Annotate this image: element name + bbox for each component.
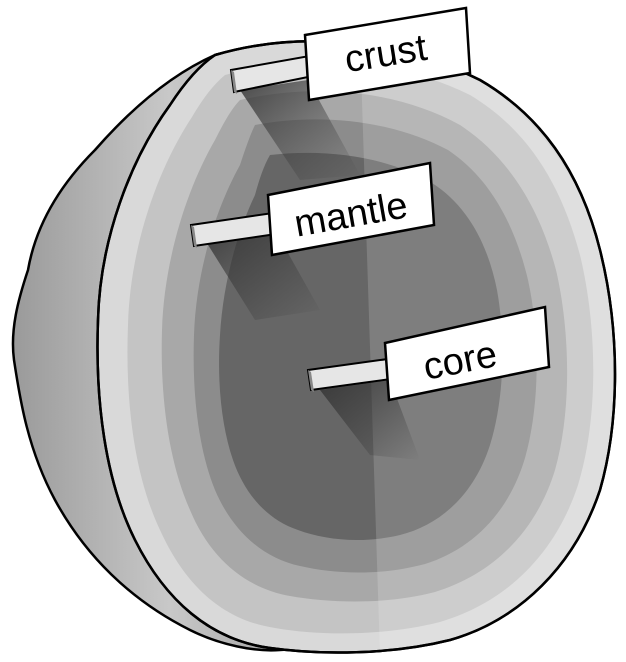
core-label-flag: core bbox=[383, 305, 551, 402]
face-outline bbox=[96, 40, 617, 654]
crust-pointer bbox=[229, 53, 360, 180]
crust-label-flag: crust bbox=[303, 6, 472, 102]
